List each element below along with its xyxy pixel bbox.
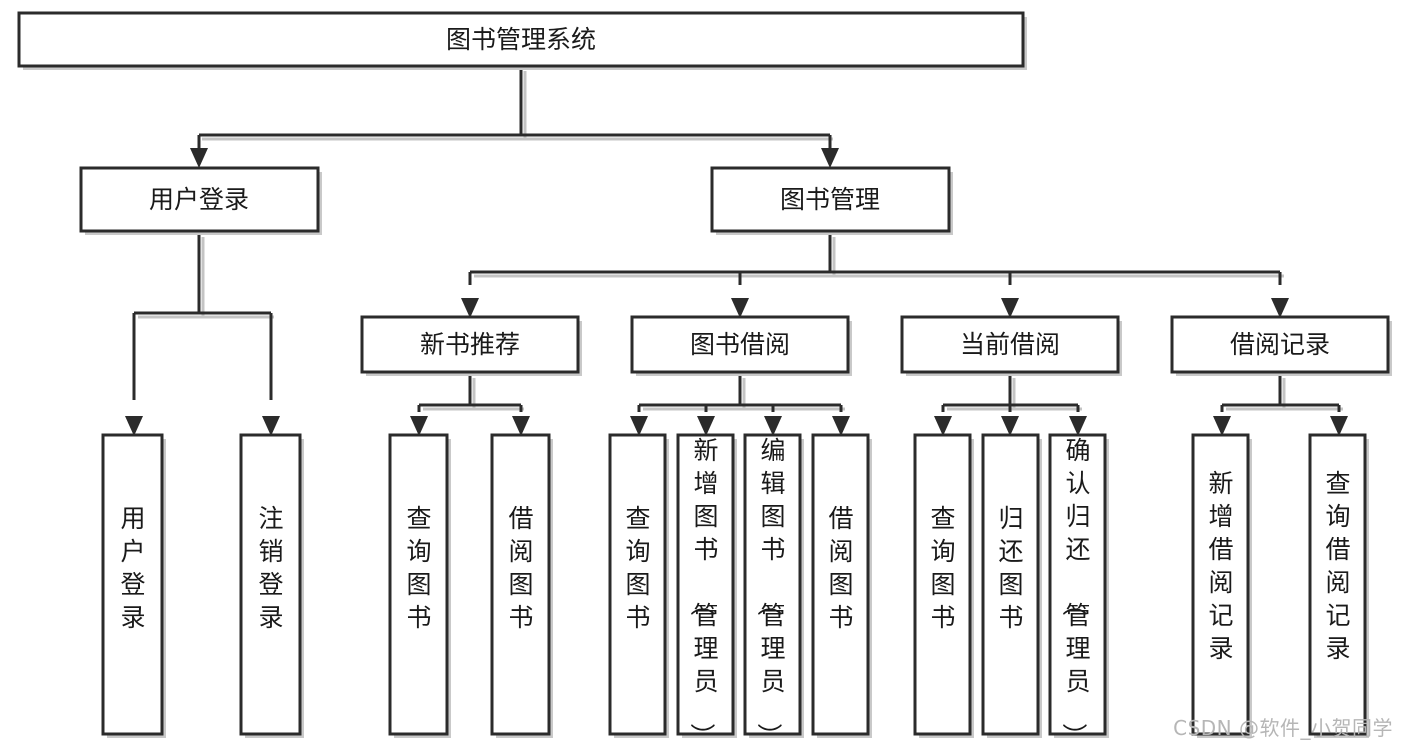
node-leaf-add-record-label: 新增借阅记录 [1208,469,1233,663]
edge-root-to-level2 [190,66,839,168]
node-user-login-label: 用户登录 [149,185,249,214]
node-new-book-recommend-label: 新书推荐 [420,330,520,359]
node-leaf-return-book[interactable]: 归还图书 [981,433,1042,738]
node-leaf-add-record[interactable]: 新增借阅记录 [1191,433,1252,738]
edge-newbook-to-leaves [410,374,530,436]
node-leaf-query-book-c-label: 查询图书 [930,504,955,632]
node-borrow-record[interactable]: 借阅记录 [1170,315,1392,376]
node-new-book-recommend[interactable]: 新书推荐 [360,315,582,376]
edge-bookborrow-to-leaves [630,374,850,436]
node-leaf-query-book-a[interactable]: 查询图书 [388,433,451,738]
node-book-borrow-label: 图书借阅 [690,330,790,359]
node-leaf-edit-book-label: 编辑图书（管理员） [754,436,785,747]
node-leaf-borrow-book-b[interactable]: 借阅图书 [811,433,872,738]
node-leaf-confirm-return-label: 确认归还（管理员） [1059,436,1090,747]
node-leaf-query-record-label: 查询借阅记录 [1325,469,1350,663]
node-book-borrow[interactable]: 图书借阅 [630,315,852,376]
edge-bookmanage-to-level3 [461,233,1289,318]
node-leaf-query-book-b-label: 查询图书 [625,504,650,632]
node-leaf-confirm-return[interactable]: 确认归还（管理员） [1048,433,1109,747]
node-current-borrow-label: 当前借阅 [960,330,1060,359]
node-leaf-user-login[interactable]: 用户登录 [101,433,166,738]
node-root-label: 图书管理系统 [446,25,596,54]
node-user-login[interactable]: 用户登录 [79,166,322,235]
node-current-borrow[interactable]: 当前借阅 [900,315,1122,376]
edge-borrowrecord-to-leaves [1213,374,1348,436]
node-leaf-edit-book[interactable]: 编辑图书（管理员） [743,433,804,747]
node-leaf-logout-label: 注销登录 [258,504,283,632]
node-book-manage[interactable]: 图书管理 [710,166,953,235]
edge-currentborrow-to-leaves [934,374,1087,436]
node-leaf-query-book-a-label: 查询图书 [406,504,431,632]
node-leaf-add-book-label: 新增图书（管理员） [687,436,718,747]
node-leaf-user-login-label: 用户登录 [120,504,145,632]
edge-userlogin-to-leaves [125,233,280,436]
node-leaf-logout[interactable]: 注销登录 [239,433,304,738]
node-leaf-return-book-label: 归还图书 [998,504,1023,632]
csdn-watermark: CSDN @软件_小贺同学 [1173,716,1393,740]
node-leaf-query-book-b[interactable]: 查询图书 [608,433,669,738]
node-leaf-borrow-book-a-label: 借阅图书 [508,504,533,632]
node-borrow-record-label: 借阅记录 [1230,330,1330,359]
node-leaf-borrow-book-a[interactable]: 借阅图书 [490,433,553,738]
node-leaf-add-book[interactable]: 新增图书（管理员） [676,433,737,747]
node-leaf-query-record[interactable]: 查询借阅记录 [1308,433,1369,738]
node-root[interactable]: 图书管理系统 [17,11,1027,70]
connector-layer [125,66,1348,436]
node-leaf-borrow-book-b-label: 借阅图书 [828,504,853,632]
node-leaf-query-book-c[interactable]: 查询图书 [913,433,974,738]
node-book-manage-label: 图书管理 [780,185,880,214]
